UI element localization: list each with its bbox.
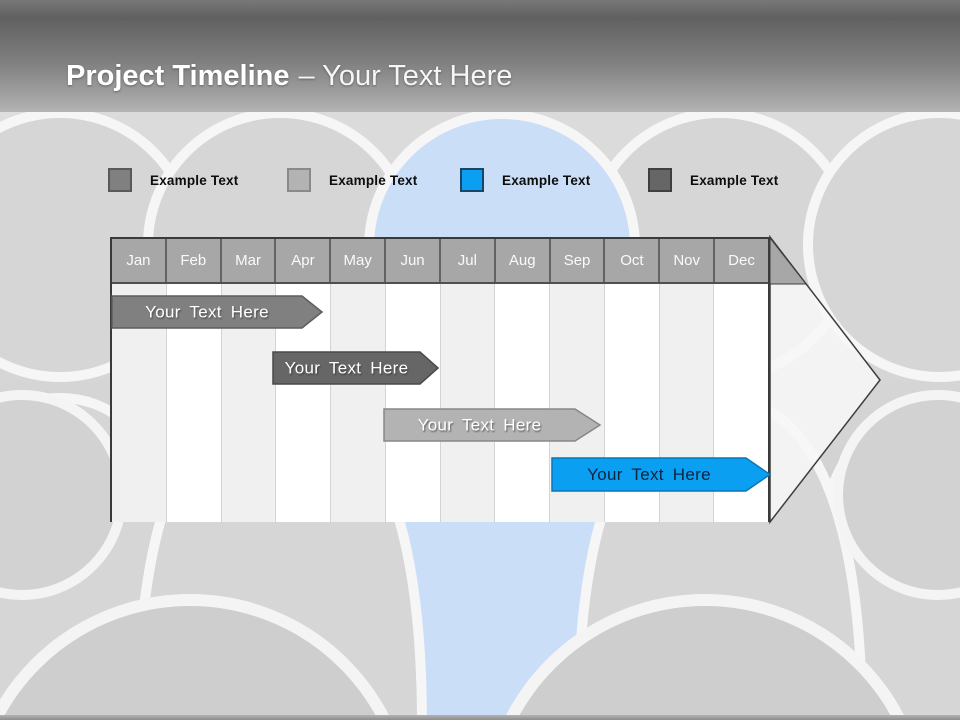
legend-label: Example Text (329, 172, 418, 188)
month-header-cell[interactable]: Feb (167, 239, 222, 282)
bar-arrow-shape (383, 408, 602, 442)
page-title-main: Project Timeline (66, 60, 290, 92)
month-header-cell[interactable]: May (331, 239, 387, 282)
legend-color-swatch (460, 168, 484, 192)
month-header-cell[interactable]: Jun (386, 239, 441, 282)
legend-item-3[interactable]: Example Text (460, 167, 590, 193)
page-title[interactable]: Project Timeline– Your Text Here (66, 60, 512, 93)
slide-header: Project Timeline– Your Text Here (0, 0, 960, 112)
timeline-bar-1[interactable]: Your Text Here (111, 295, 324, 329)
bar-arrow-shape (551, 457, 772, 492)
legend-label: Example Text (150, 172, 239, 188)
timeline-bar-2[interactable]: Your Text Here (272, 351, 440, 385)
timeline-bar-label: Your Text Here (145, 302, 269, 321)
timeline-bar-label: Your Text Here (587, 465, 711, 484)
month-header-cell[interactable]: Oct (605, 239, 661, 282)
legend-item-2[interactable]: Example Text (287, 167, 417, 193)
legend-item-4[interactable]: Example Text (648, 167, 778, 193)
timeline-month-header-row: Jan Feb Mar Apr May Jun Jul Aug Sep Oct … (112, 239, 768, 284)
month-header-cell[interactable]: Apr (276, 239, 332, 282)
timeline-bar-label: Your Text Here (418, 415, 542, 434)
legend-label: Example Text (502, 172, 591, 188)
slide-bottom-edge (0, 715, 960, 720)
timeline-column (331, 284, 386, 522)
timeline-column (385, 284, 441, 522)
month-header-cell[interactable]: Nov (660, 239, 716, 282)
month-header-cell[interactable]: Aug (496, 239, 551, 282)
timeline-bar-label: Your Text Here (285, 358, 409, 377)
month-header-cell[interactable]: Sep (551, 239, 606, 282)
month-header-cell[interactable]: Jul (441, 239, 496, 282)
page-title-sub: – Your Text Here (298, 60, 513, 92)
legend-color-swatch (108, 168, 132, 192)
timeline-column (495, 284, 550, 522)
bar-arrow-shape (111, 295, 324, 329)
bar-arrow-shape (272, 351, 440, 385)
legend-item-1[interactable]: Example Text (108, 167, 238, 193)
legend-color-swatch (648, 168, 672, 192)
legend-label: Example Text (690, 172, 779, 188)
timeline-bar-4[interactable]: Your Text Here (551, 457, 772, 492)
legend-color-swatch (287, 168, 311, 192)
month-header-cell[interactable]: Jan (112, 239, 167, 282)
month-header-cell[interactable]: Dec (728, 252, 755, 269)
timeline-bar-3[interactable]: Your Text Here (383, 408, 602, 442)
front-row-heads (0, 594, 960, 720)
timeline-column (440, 284, 496, 522)
month-header-cell[interactable]: Mar (222, 239, 277, 282)
